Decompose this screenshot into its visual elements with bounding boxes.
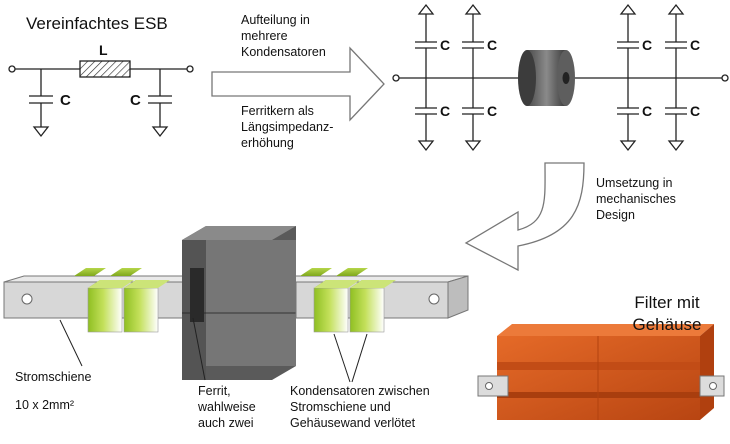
filter-title-line-2: Gehäuse	[632, 315, 702, 334]
kondensatoren-line-1: Kondensatoren zwischen	[290, 384, 430, 398]
stromschiene-label: Stromschiene	[15, 370, 92, 384]
ferrit-line-3: auch zwei	[198, 416, 254, 430]
cap-label-esb-left: C	[60, 92, 71, 109]
cap-label-2b: C	[487, 103, 498, 119]
capacitor-block-2	[110, 268, 170, 333]
umsetzung-line-1: Umsetzung in	[596, 176, 673, 190]
curved-arrow	[464, 162, 585, 272]
kondensatoren-line-3: Gehäusewand verlötet	[290, 416, 416, 430]
ferrit-line-2: wahlweise	[198, 400, 256, 414]
cap-label-1a: C	[440, 37, 451, 53]
filter-housing	[477, 324, 725, 420]
capacitor-column-3	[617, 3, 639, 152]
arrow-bottom-line-1: Ferritkern als	[241, 104, 314, 118]
capacitor-block-1	[74, 268, 134, 333]
capacitor-column-2	[462, 3, 484, 152]
arrow-top-line-3: Kondensatoren	[241, 45, 326, 59]
cap-label-2a: C	[487, 37, 498, 53]
arrow-bottom-line-3: erhöhung	[241, 136, 294, 150]
umsetzung-line-2: mechanisches	[596, 192, 676, 206]
filter-title-line-1: Filter mit	[634, 293, 700, 312]
cap-label-3b: C	[642, 103, 653, 119]
capacitor-column-1	[415, 3, 437, 152]
capacitor-block-4	[336, 268, 396, 333]
cap-label-esb-right: C	[130, 92, 141, 109]
arrow-bottom-line-2: Längsimpedanz-	[241, 120, 334, 134]
ferrit-line-1: Ferrit,	[198, 384, 231, 398]
expanded-filter-circuit	[392, 3, 729, 152]
ferrite-ring	[518, 50, 575, 106]
simplified-esb-circuit	[8, 60, 194, 138]
inductor-label: L	[99, 42, 108, 58]
ferrite-block	[182, 226, 296, 380]
umsetzung-line-3: Design	[596, 208, 635, 222]
cap-label-3a: C	[642, 37, 653, 53]
leader-lines	[59, 317, 368, 383]
transform-arrow	[211, 46, 385, 122]
cap-label-1b: C	[440, 103, 451, 119]
arrow-top-line-1: Aufteilung in	[241, 13, 310, 27]
stromschiene-size-label: 10 x 2mm²	[15, 398, 75, 412]
kondensatoren-line-2: Stromschiene und	[290, 400, 391, 414]
capacitor-block-3	[300, 268, 360, 333]
capacitor-column-4	[665, 3, 687, 152]
arrow-top-line-2: mehrere	[241, 29, 288, 43]
cap-label-4a: C	[690, 37, 701, 53]
esb-title: Vereinfachtes ESB	[26, 14, 168, 33]
cap-label-4b: C	[690, 103, 701, 119]
